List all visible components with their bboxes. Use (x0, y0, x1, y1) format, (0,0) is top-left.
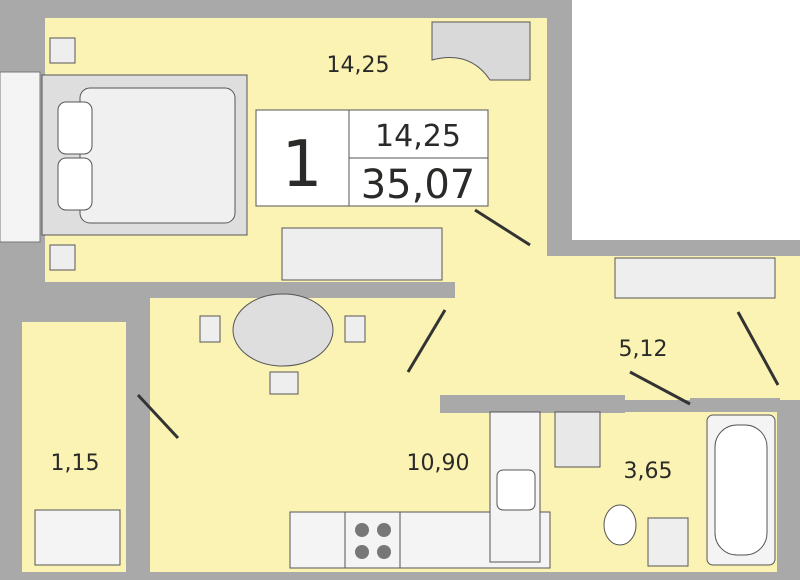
sink (647, 517, 689, 567)
dining-table (232, 293, 334, 367)
washing-machine (554, 411, 601, 468)
outside-area (572, 0, 800, 240)
kitchen-living-area: 10,90 (407, 451, 470, 476)
bathroom-wall-right (690, 398, 780, 412)
loggia-cabinet (34, 509, 121, 566)
nightstand (49, 37, 76, 64)
loggia-area: 1,15 (51, 451, 100, 476)
nightstand (49, 244, 76, 271)
window (0, 71, 41, 243)
bathtub-inner (714, 424, 768, 556)
door (736, 311, 780, 386)
armchair (431, 21, 531, 81)
toilet (603, 504, 637, 546)
bedroom-area: 14,25 (327, 53, 390, 78)
door (136, 393, 180, 440)
wardrobe (614, 257, 776, 299)
hall-area: 5,12 (619, 337, 668, 362)
door (474, 208, 531, 247)
kitchen-counter (289, 411, 551, 569)
chair (199, 315, 221, 343)
rooms-count: 1 (282, 128, 323, 202)
total-area: 35,07 (361, 162, 476, 208)
bathroom-area: 3,65 (624, 459, 673, 484)
wardrobe (281, 227, 443, 281)
summary-box: 1 14,25 35,07 (255, 109, 489, 208)
living-area: 14,25 (375, 119, 461, 154)
door (629, 370, 691, 406)
bathroom-wall (440, 395, 625, 413)
chair (269, 371, 299, 395)
door (406, 309, 447, 373)
chair (344, 315, 366, 343)
bed (41, 74, 248, 236)
